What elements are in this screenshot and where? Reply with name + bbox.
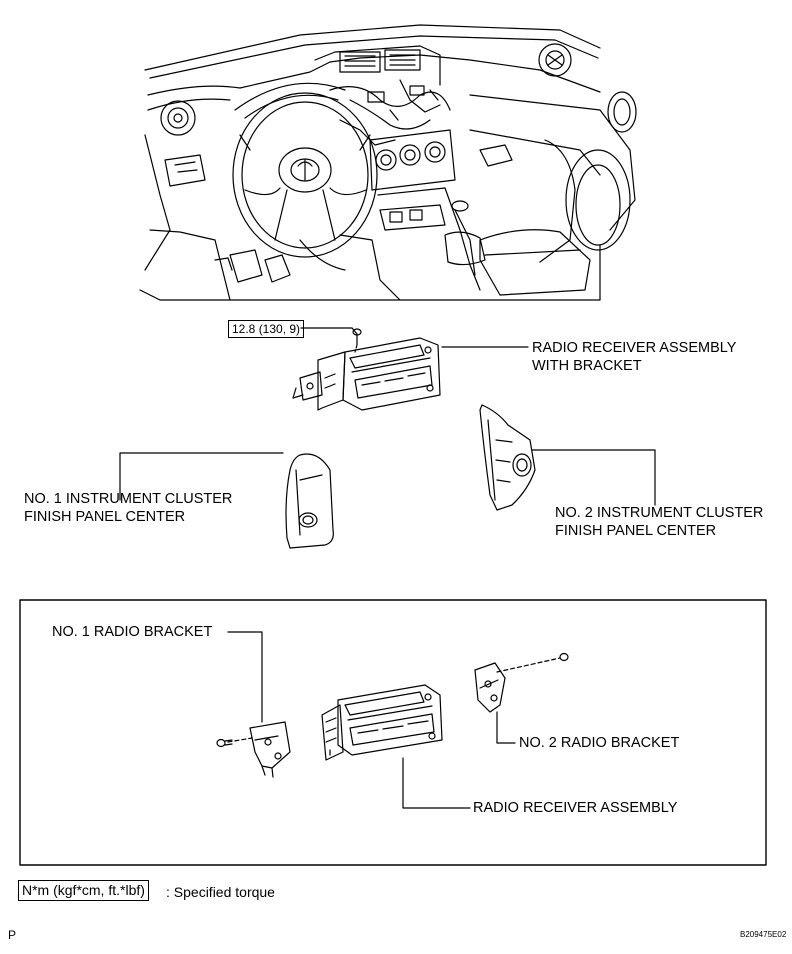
no1-finish-panel-label-line1: NO. 1 INSTRUMENT CLUSTER (24, 491, 233, 507)
radio-receiver-with-bracket-label: RADIO RECEIVER ASSEMBLY WITH BRACKET (532, 339, 736, 375)
dashboard-illustration (139, 24, 637, 301)
leader-no1-finish-panel (119, 452, 284, 501)
no2-radio-bracket-drawing (474, 652, 569, 713)
torque-legend-unit: N*m (kgf*cm, ft.*lbf) (18, 880, 149, 901)
radio-receiver-drawing (321, 684, 443, 761)
torque-specification: 12.8 (130, 9) (228, 320, 305, 338)
radio-receiver-label: RADIO RECEIVER ASSEMBLY (473, 800, 678, 816)
no1-radio-bracket-label: NO. 1 RADIO BRACKET (52, 624, 213, 640)
leader-no1-radio-bracket (227, 631, 263, 723)
no2-radio-bracket-label: NO. 2 RADIO BRACKET (519, 735, 680, 751)
no1-finish-panel-label-line2: FINISH PANEL CENTER (24, 509, 186, 525)
leader-no2-finish-panel (531, 449, 656, 506)
no1-radio-bracket-drawing (216, 721, 291, 778)
torque-legend-description: : Specified torque (166, 884, 275, 900)
page-marker: P (8, 928, 17, 942)
radio-receiver-with-bracket-drawing (292, 337, 441, 411)
no2-finish-panel-label: NO. 2 INSTRUMENT CLUSTER FINISH PANEL CE… (555, 504, 763, 540)
torque-bolt (300, 327, 362, 353)
radio-receiver-with-bracket-label-line2: WITH BRACKET (532, 358, 642, 374)
no1-finish-panel-drawing (285, 453, 334, 549)
no2-finish-panel-drawing (479, 404, 536, 511)
leader-no2-radio-bracket (496, 711, 516, 744)
no1-finish-panel-label: NO. 1 INSTRUMENT CLUSTER FINISH PANEL CE… (24, 490, 232, 526)
radio-receiver-with-bracket-label-line1: RADIO RECEIVER ASSEMBLY (532, 340, 737, 356)
no2-finish-panel-label-line2: FINISH PANEL CENTER (555, 523, 717, 539)
leader-radio-receiver (402, 757, 471, 809)
detail-frame (19, 599, 767, 866)
figure-code: B209475E02 (740, 930, 787, 939)
no2-finish-panel-label-line1: NO. 2 INSTRUMENT CLUSTER (555, 505, 764, 521)
